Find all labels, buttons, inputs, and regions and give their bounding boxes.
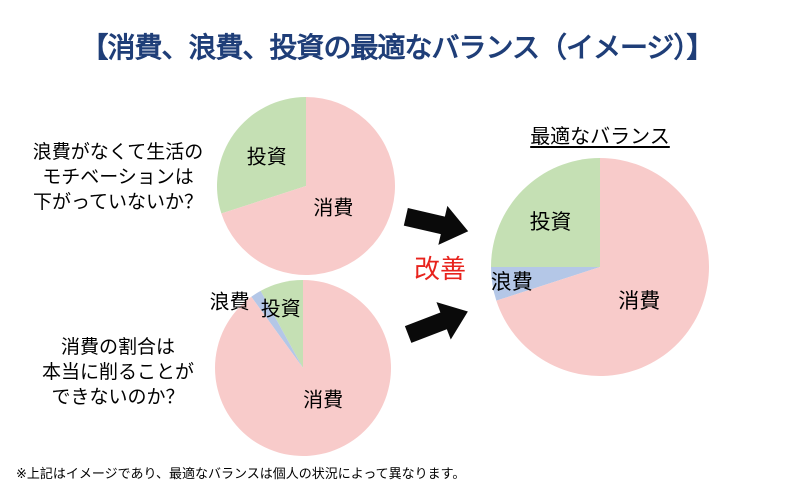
question-line: モチベーションは: [42, 167, 194, 188]
pie-svg: [491, 158, 709, 376]
question-line: 下がっていないか？: [32, 192, 204, 213]
footnote: ※上記はイメージであり、最適なバランスは個人の状況によって異なります。: [16, 466, 466, 481]
pie-slice-label: 投資: [246, 146, 287, 169]
pie-chart-high-consumption: 投資浪費消費: [210, 280, 391, 456]
pie-slice-label: 投資: [529, 210, 572, 234]
pie-slice: [491, 158, 600, 267]
improve-arrow-bottom-icon: [404, 302, 468, 343]
question-no-waste: 浪費がなくて生活の モチベーションは 下がっていないか？: [18, 140, 218, 215]
pie-slice: [217, 97, 306, 214]
question-consumption: 消費の割合は 本当に削ることが できないのか？: [18, 335, 218, 410]
pie-slice: [491, 267, 600, 301]
pie-slice-label: 消費: [313, 197, 354, 220]
pie-slice: [251, 290, 303, 368]
pie-slice-label: 浪費: [209, 291, 250, 314]
pie-svg: [215, 280, 391, 456]
pie-slice-label: 浪費: [490, 270, 533, 294]
pie-slice-label: 消費: [618, 289, 661, 313]
question-line: できないのか？: [51, 387, 185, 408]
pie-slice-label: 投資: [260, 298, 301, 321]
pie-slice: [221, 97, 395, 275]
page-title: 【消費、浪費、投資の最適なバランス（イメージ）】: [80, 32, 715, 63]
pie-chart-optimal-balance: 投資浪費消費: [491, 158, 709, 376]
pie-slice-label: 消費: [303, 389, 344, 412]
pie-slice: [260, 280, 303, 368]
question-line: 消費の割合は: [60, 337, 175, 358]
improve-arrow-top-icon: [403, 205, 469, 245]
pie-svg: [217, 97, 395, 275]
optimal-balance-heading: 最適なバランス: [530, 126, 670, 148]
pie-slice: [496, 158, 709, 376]
pie-chart-no-waste: 投資消費: [217, 97, 395, 275]
pie-slice: [215, 280, 391, 456]
question-line: 浪費がなくて生活の: [32, 142, 204, 163]
question-line: 本当に削ることが: [41, 362, 194, 383]
improve-label: 改善: [413, 254, 466, 284]
